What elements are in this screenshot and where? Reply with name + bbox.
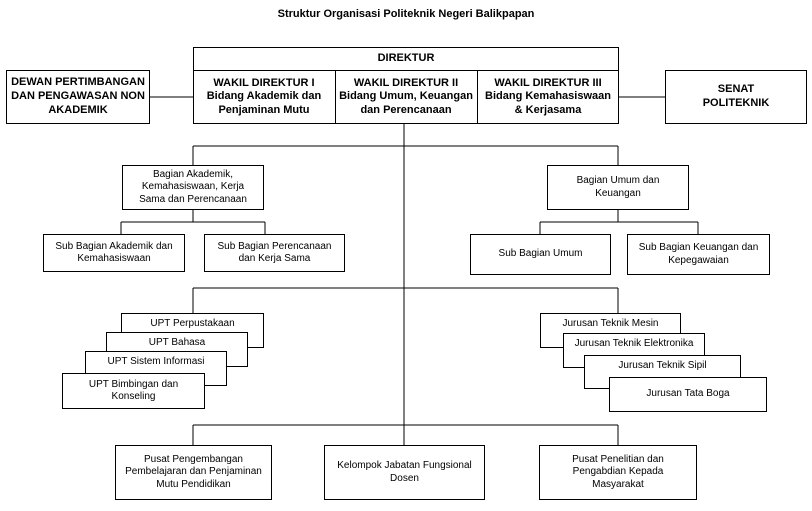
bagian-umum-box: Bagian Umum dan Keuangan: [547, 165, 689, 210]
pusat-penelitian-box: Pusat Penelitian dan Pengabdian Kepada M…: [539, 445, 697, 500]
dewan-pertimbangan-box: DEWAN PERTIMBANGAN DAN PENGAWASAN NON AK…: [6, 70, 150, 124]
jurusan-tata-boga-box: Jurusan Tata Boga: [609, 377, 767, 412]
wakil-direktur-1: WAKIL DIREKTUR I Bidang Akademik dan Pen…: [206, 77, 322, 116]
page-title: Struktur Organisasi Politeknik Negeri Ba…: [277, 8, 535, 20]
kelompok-jabatan-fungsional-box: Kelompok Jabatan Fungsional Dosen: [324, 445, 485, 500]
direktur-label: DIREKTUR: [377, 51, 435, 64]
sub-bagian-perencanaan-box: Sub Bagian Perencanaan dan Kerja Sama: [204, 234, 345, 272]
sub-bagian-keuangan-box: Sub Bagian Keuangan dan Kepegawaian: [627, 234, 770, 275]
sub-bagian-akademik-box: Sub Bagian Akademik dan Kemahasiswaan: [43, 234, 185, 272]
sub-bagian-umum-box: Sub Bagian Umum: [470, 234, 611, 275]
direktur-block: [193, 47, 619, 124]
wakil-direktur-2: WAKIL DIREKTUR II Bidang Umum, Keuangan …: [339, 77, 473, 116]
senat-politeknik-box: SENAT POLITEKNIK: [665, 70, 807, 124]
wakil-direktur-3: WAKIL DIREKTUR III Bidang Kemahasiswaan …: [485, 77, 611, 116]
bagian-akademik-box: Bagian Akademik, Kemahasiswaan, Kerja Sa…: [122, 165, 264, 210]
upt-bimbingan-konseling-box: UPT Bimbingan dan Konseling: [62, 373, 205, 409]
pusat-pengembangan-box: Pusat Pengembangan Pembelajaran dan Penj…: [115, 445, 272, 500]
